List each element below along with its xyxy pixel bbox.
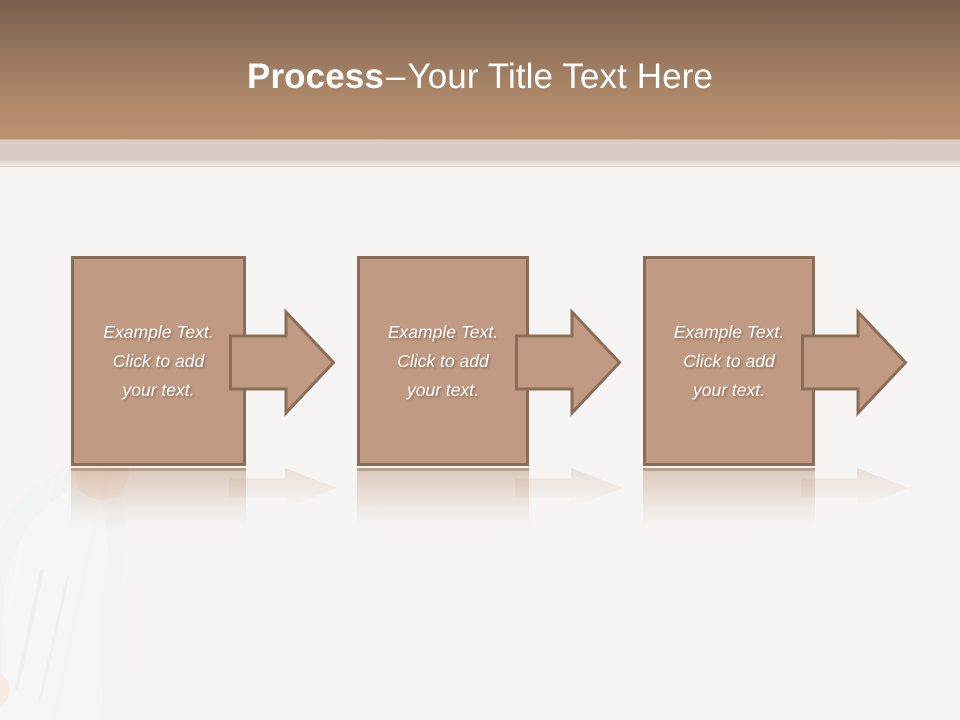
page-title-rest: Your Title Text Here [407, 56, 713, 96]
arrow-right-icon-3 [801, 308, 908, 417]
process-step-2[interactable]: Example Text. Click to add your text. [357, 256, 529, 466]
header-accent-band-shadow [0, 160, 960, 166]
step-reflection-edge [71, 468, 246, 471]
step-reflection-edge [643, 468, 815, 471]
process-step-1[interactable]: Example Text. Click to add your text. [71, 256, 246, 466]
page-title: Process – Your Title Text Here [0, 0, 960, 139]
arrow-reflection [515, 468, 623, 508]
arrow-reflection [801, 468, 909, 508]
process-step-1-text: Example Text. Click to add your text. [103, 321, 214, 400]
step-reflection-edge [357, 468, 529, 471]
process-step-3-text: Example Text. Click to add your text. [673, 321, 785, 400]
arrow-right-icon-1 [229, 308, 336, 417]
page-title-strong: Process [247, 56, 384, 96]
arrow-right-icon-2 [515, 308, 622, 417]
step-reflection [71, 468, 246, 530]
header-banner [0, 0, 960, 139]
page-title-dash: – [385, 56, 406, 96]
step-reflection [357, 468, 529, 530]
process-step-2-text: Example Text. Click to add your text. [387, 321, 499, 400]
process-step-3[interactable]: Example Text. Click to add your text. [643, 256, 815, 466]
arrow-reflection [229, 468, 337, 508]
step-reflection [643, 468, 815, 530]
